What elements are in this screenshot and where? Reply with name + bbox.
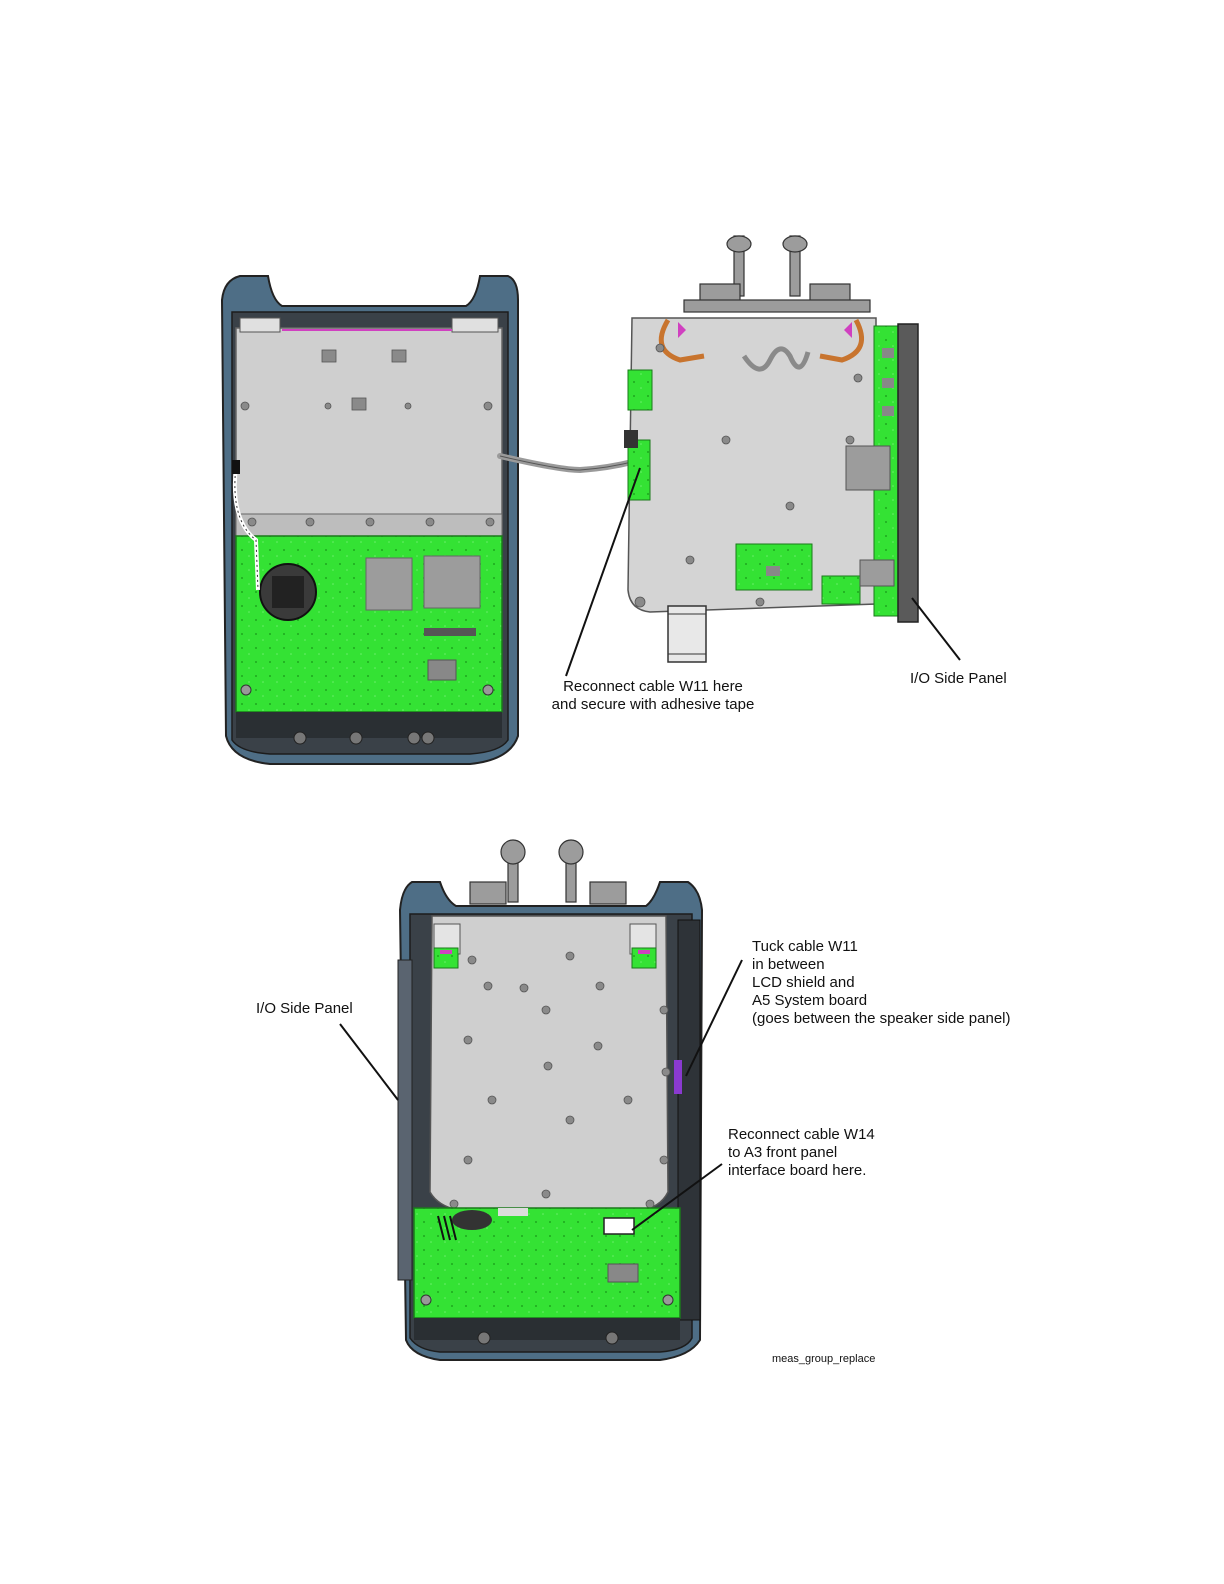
instrument-housing-bottom bbox=[398, 840, 702, 1360]
callout-reconnect-w14: Reconnect cable W14 to A3 front panel in… bbox=[728, 1126, 875, 1180]
lcd-shield bbox=[236, 328, 502, 534]
callout-reconnect-w11: Reconnect cable W11 here and secure with… bbox=[533, 678, 773, 714]
callout-io-side-panel-bottom: I/O Side Panel bbox=[256, 1000, 353, 1018]
leader-io-bottom bbox=[340, 1024, 398, 1100]
cable-w11 bbox=[500, 456, 640, 470]
callout-io-side-panel-top: I/O Side Panel bbox=[910, 670, 1007, 688]
figure-id-label: meas_group_replace bbox=[772, 1350, 875, 1368]
instrument-housing-top-left bbox=[222, 276, 518, 764]
leader-io-top bbox=[912, 598, 960, 660]
callout-tuck-w11: Tuck cable W11 in between LCD shield and… bbox=[752, 938, 1011, 1028]
measurement-group-assembly bbox=[624, 236, 918, 662]
io-side-panel-part bbox=[898, 324, 918, 622]
